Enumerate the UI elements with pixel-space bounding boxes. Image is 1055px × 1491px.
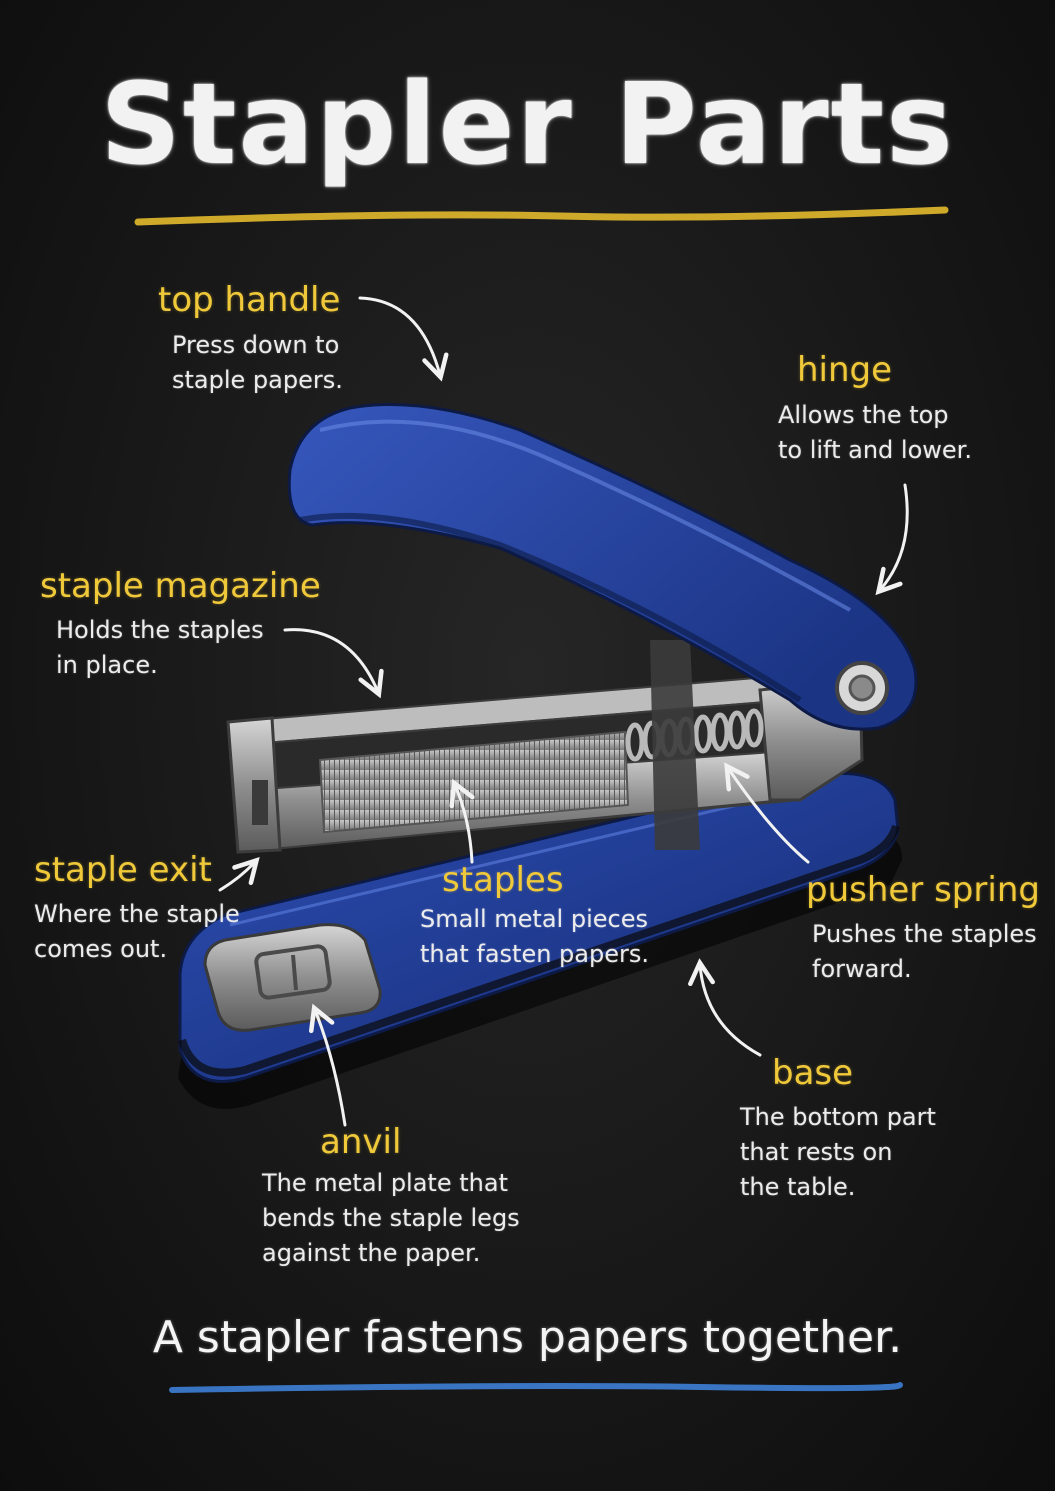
label-staples: staples: [442, 860, 564, 900]
arrow-anvil: [315, 1010, 347, 1127]
title-underline: [134, 206, 949, 226]
poster-caption: A stapler fastens papers together.: [152, 1312, 903, 1363]
label-top-handle: top handle: [158, 280, 341, 320]
label-pusher-spring: pusher spring: [806, 870, 1040, 910]
desc-staple-magazine: Holds the staples in place.: [56, 616, 264, 679]
callout-arrows: [218, 296, 909, 1127]
desc-anvil: The metal plate that bends the staple le…: [262, 1169, 520, 1267]
arrow-staple-exit: [218, 862, 255, 892]
arrow-staple-magazine: [283, 628, 378, 692]
label-staple-exit: staple exit: [34, 850, 212, 890]
desc-pusher-spring: Pushes the staples forward.: [812, 920, 1037, 983]
handle-edge: [299, 512, 802, 703]
desc-base: The bottom part that rests on the table.: [740, 1103, 936, 1201]
arrow-hinge: [880, 483, 909, 590]
label-anvil: anvil: [320, 1122, 402, 1162]
desc-staples: Small metal pieces that fasten papers.: [420, 905, 649, 968]
desc-hinge: Allows the top to lift and lower.: [778, 401, 972, 464]
arrow-staples: [455, 785, 472, 864]
base-rim: [178, 824, 900, 1077]
label-base: base: [772, 1053, 854, 1093]
label-hinge: hinge: [797, 350, 893, 390]
desc-top-handle: Press down to staple papers.: [172, 331, 343, 394]
arrow-base: [700, 965, 762, 1057]
desc-staple-exit: Where the staple comes out.: [34, 900, 240, 963]
arrow-pusher-spring: [728, 768, 810, 864]
stapler-top-handle: [287, 402, 918, 731]
caption-underline: [169, 1382, 903, 1393]
label-staple-magazine: staple magazine: [40, 566, 321, 606]
poster-title: Stapler Parts: [100, 60, 955, 190]
arrow-top-handle: [358, 296, 440, 375]
anvil-plate: [203, 923, 382, 1032]
hinge-pin: [835, 661, 889, 715]
handle-highlight: [319, 419, 851, 612]
hinge-post: [650, 640, 700, 850]
